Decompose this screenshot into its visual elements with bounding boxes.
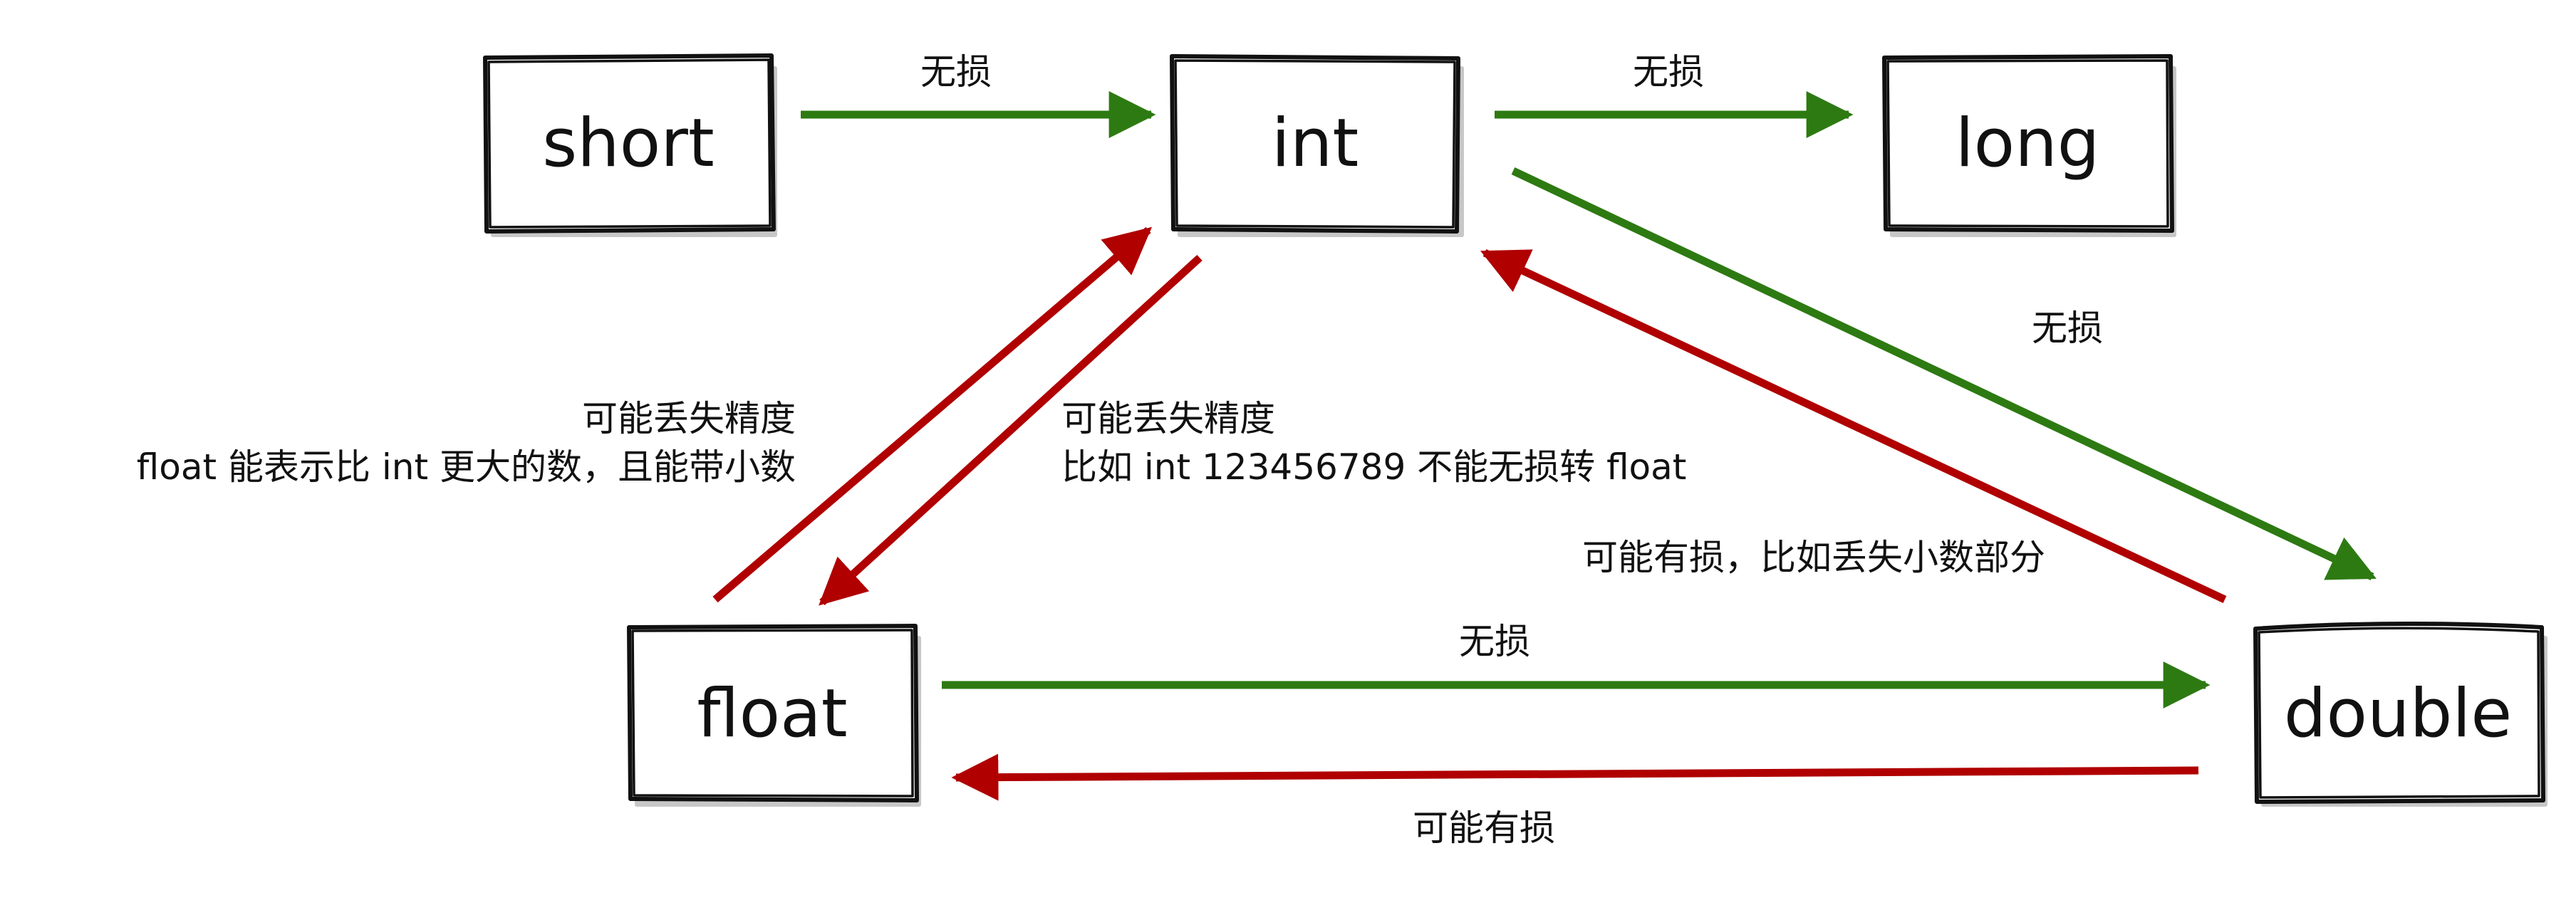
node-long-box-sketch <box>1886 59 2169 228</box>
edge-int-to-double-line <box>1511 167 2377 580</box>
edge-double-to-float <box>951 753 2199 801</box>
edge-int-to-float <box>819 254 1203 606</box>
node-float-label: float <box>697 675 847 753</box>
node-short[interactable]: short <box>483 53 777 237</box>
node-short-box <box>483 53 776 234</box>
edge-label-double-to-float: 可能有损 <box>1413 807 1555 849</box>
edge-double-to-int <box>1480 249 2227 603</box>
node-long[interactable]: long <box>1882 54 2176 237</box>
node-long-box <box>1882 54 2174 233</box>
edge-label-int-to-float-line2: 比如 int 123456789 不能无损转 float <box>1061 446 1686 488</box>
node-int-label: int <box>1272 105 1359 182</box>
node-int-box <box>1170 54 1460 234</box>
edge-float-to-int <box>712 226 1153 603</box>
edge-label-float-to-int-line2: float 能表示比 int 更大的数，且能带小数 <box>137 446 796 488</box>
node-float-box <box>627 624 919 802</box>
node-double-box <box>2253 621 2545 804</box>
node-double-box-sketch <box>2258 627 2540 799</box>
edge-double-to-float-line <box>951 753 2199 801</box>
edge-label-float-to-int-line1: 可能丢失精度 <box>582 398 796 439</box>
node-double-label: double <box>2284 675 2512 753</box>
node-int-box-sketch <box>1174 59 1456 229</box>
edges <box>712 91 2377 801</box>
edge-float-to-int-line <box>712 226 1153 603</box>
node-short-label: short <box>542 105 715 182</box>
edge-label-int-to-double: 无损 <box>2032 308 2103 349</box>
nodes: short int long float double <box>483 53 2548 807</box>
node-float[interactable]: float <box>627 624 921 807</box>
node-long-label: long <box>1956 105 2100 182</box>
edge-label-int-to-float-line1: 可能丢失精度 <box>1061 398 1275 439</box>
node-float-box-sketch <box>631 629 914 797</box>
edge-int-to-double <box>1511 167 2377 580</box>
edge-labels: 无损 无损 无损 可能丢失精度 float 能表示比 int 更大的数，且能带小… <box>137 51 2103 849</box>
edge-int-to-float-line <box>819 254 1203 606</box>
edge-label-short-to-int: 无损 <box>920 51 992 93</box>
node-short-box-sketch <box>487 58 772 229</box>
node-double[interactable]: double <box>2253 621 2548 807</box>
edge-label-int-to-long: 无损 <box>1633 51 1704 93</box>
edge-label-double-to-int: 可能有损，比如丢失小数部分 <box>1582 537 2045 578</box>
edge-label-float-to-double: 无损 <box>1459 621 1530 662</box>
node-int[interactable]: int <box>1170 54 1464 237</box>
edge-double-to-int-line <box>1480 249 2227 603</box>
